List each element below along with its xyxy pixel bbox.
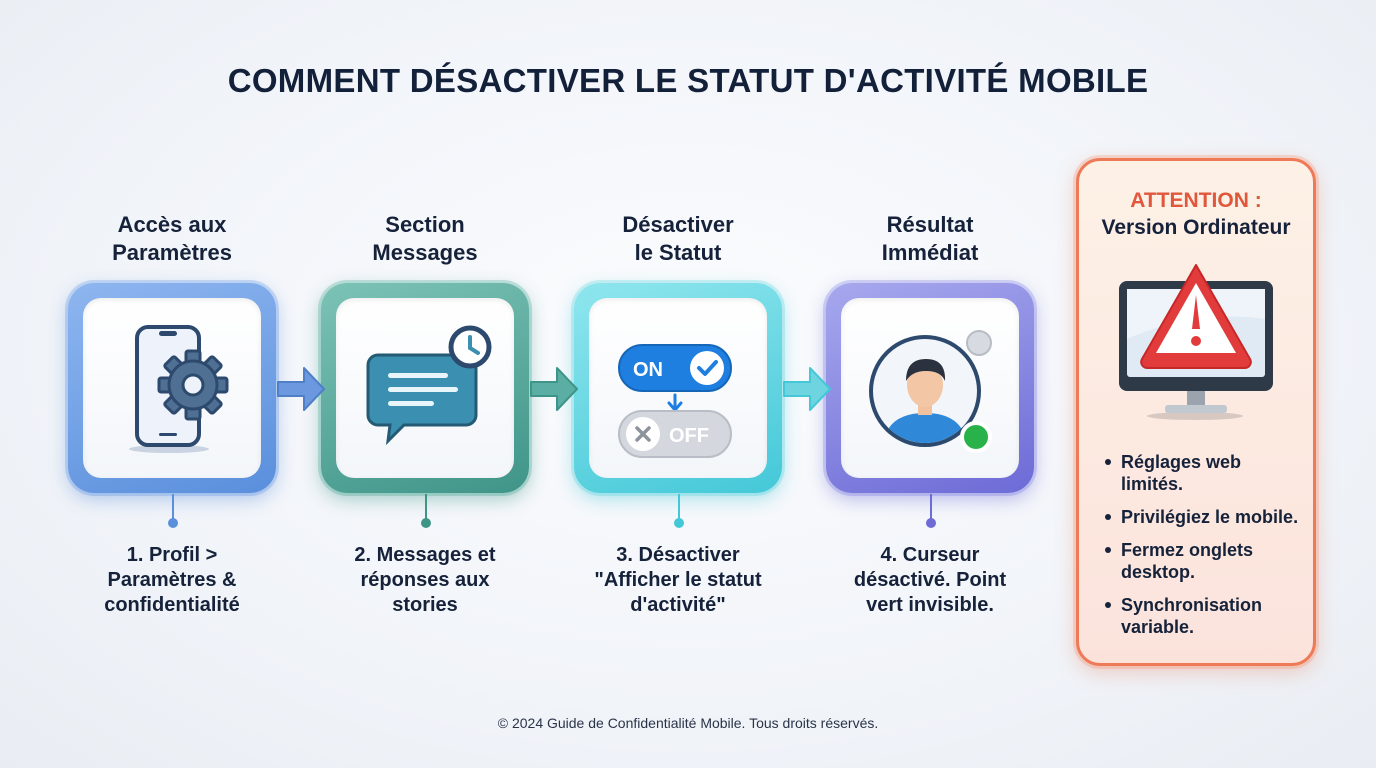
step-4-desc-line1: 4. Curseur: [880, 544, 980, 566]
connector-dot: [421, 518, 431, 528]
warning-list: Réglages web limités. Privilégiez le mob…: [1103, 451, 1303, 649]
step-4-card-inner: [841, 298, 1019, 478]
step-4-description: 4. Curseur désactivé. Point vert invisib…: [810, 543, 1050, 618]
desktop-warning-icon: [1119, 264, 1273, 420]
connector-line: [678, 494, 680, 522]
warning-item: Synchronisation variable.: [1103, 594, 1303, 638]
step-3-card: ON OFF: [574, 283, 782, 493]
step-3-desc-line2: "Afficher le statut: [594, 569, 762, 591]
connector-dot: [674, 518, 684, 528]
page-title: COMMENT DÉSACTIVER LE STATUT D'ACTIVITÉ …: [227, 62, 1149, 99]
step-3-description: 3. Désactiver "Afficher le statut d'acti…: [558, 543, 798, 618]
footer-copyright: © 2024 Guide de Confidentialité Mobile. …: [497, 715, 879, 731]
step-2-description: 2. Messages et réponses aux stories: [305, 543, 545, 618]
warning-item: Fermez onglets desktop.: [1103, 539, 1303, 583]
step-2-title: Section Messages: [315, 211, 535, 267]
step-2-card-inner: [336, 298, 514, 478]
step-1-description: 1. Profil > Paramètres & confidentialité: [52, 543, 292, 618]
connector-line: [930, 494, 932, 522]
step-2-desc-line3: stories: [392, 594, 458, 616]
toggle-on-label: ON: [633, 359, 663, 381]
connector-dot: [926, 518, 936, 528]
step-1-desc-line2: Paramètres &: [107, 569, 237, 591]
user-status-icon: [869, 330, 992, 453]
step-3-title: Désactiver le Statut: [568, 211, 788, 267]
step-2-desc-line2: réponses aux: [360, 569, 490, 591]
step-2-title-line1: Section: [385, 212, 465, 237]
step-3-desc-line1: 3. Désactiver: [616, 544, 740, 566]
phone-settings-icon: [129, 325, 229, 453]
step-2-card: [321, 283, 529, 493]
warning-panel: ATTENTION : Version Ordinateur Réglages …: [1076, 158, 1316, 666]
warning-item: Privilégiez le mobile.: [1103, 506, 1303, 528]
step-1-title-line2: Paramètres: [112, 240, 232, 265]
step-3-card-inner: ON OFF: [589, 298, 767, 478]
step-4-card: [826, 283, 1034, 493]
step-4-desc-line2: désactivé. Point: [853, 569, 1007, 591]
step-4-title-line2: Immédiat: [881, 240, 979, 265]
step-1-card-inner: [83, 298, 261, 478]
step-3-title-line2: le Statut: [634, 240, 722, 265]
step-1-desc-line3: confidentialité: [104, 594, 240, 616]
message-clock-icon: [366, 325, 492, 446]
step-4-title-line1: Résultat: [886, 212, 974, 237]
step-3-desc-line3: d'activité": [630, 594, 726, 616]
warning-subheading: Version Ordinateur: [1101, 216, 1291, 239]
step-3-title-line1: Désactiver: [622, 212, 734, 237]
step-2-title-line2: Messages: [372, 240, 478, 265]
toggle-off-label: OFF: [669, 425, 709, 447]
connector-line: [172, 494, 174, 522]
step-4-desc-line3: vert invisible.: [866, 594, 994, 616]
step-1-desc-line1: 1. Profil >: [126, 544, 218, 566]
connector-line: [425, 494, 427, 522]
warning-heading: ATTENTION :: [1130, 189, 1262, 212]
step-1-title-line1: Accès aux: [117, 212, 227, 237]
toggle-on-off-icon: ON OFF: [618, 344, 732, 458]
step-2-desc-line1: 2. Messages et: [354, 544, 496, 566]
step-1-card: [68, 283, 276, 493]
step-1-title: Accès aux Paramètres: [62, 211, 282, 267]
arrow-right-icon: [530, 367, 578, 411]
arrow-right-icon: [783, 367, 831, 411]
step-4-title: Résultat Immédiat: [820, 211, 1040, 267]
arrow-right-icon: [277, 367, 325, 411]
warning-item: Réglages web limités.: [1103, 451, 1303, 495]
connector-dot: [168, 518, 178, 528]
